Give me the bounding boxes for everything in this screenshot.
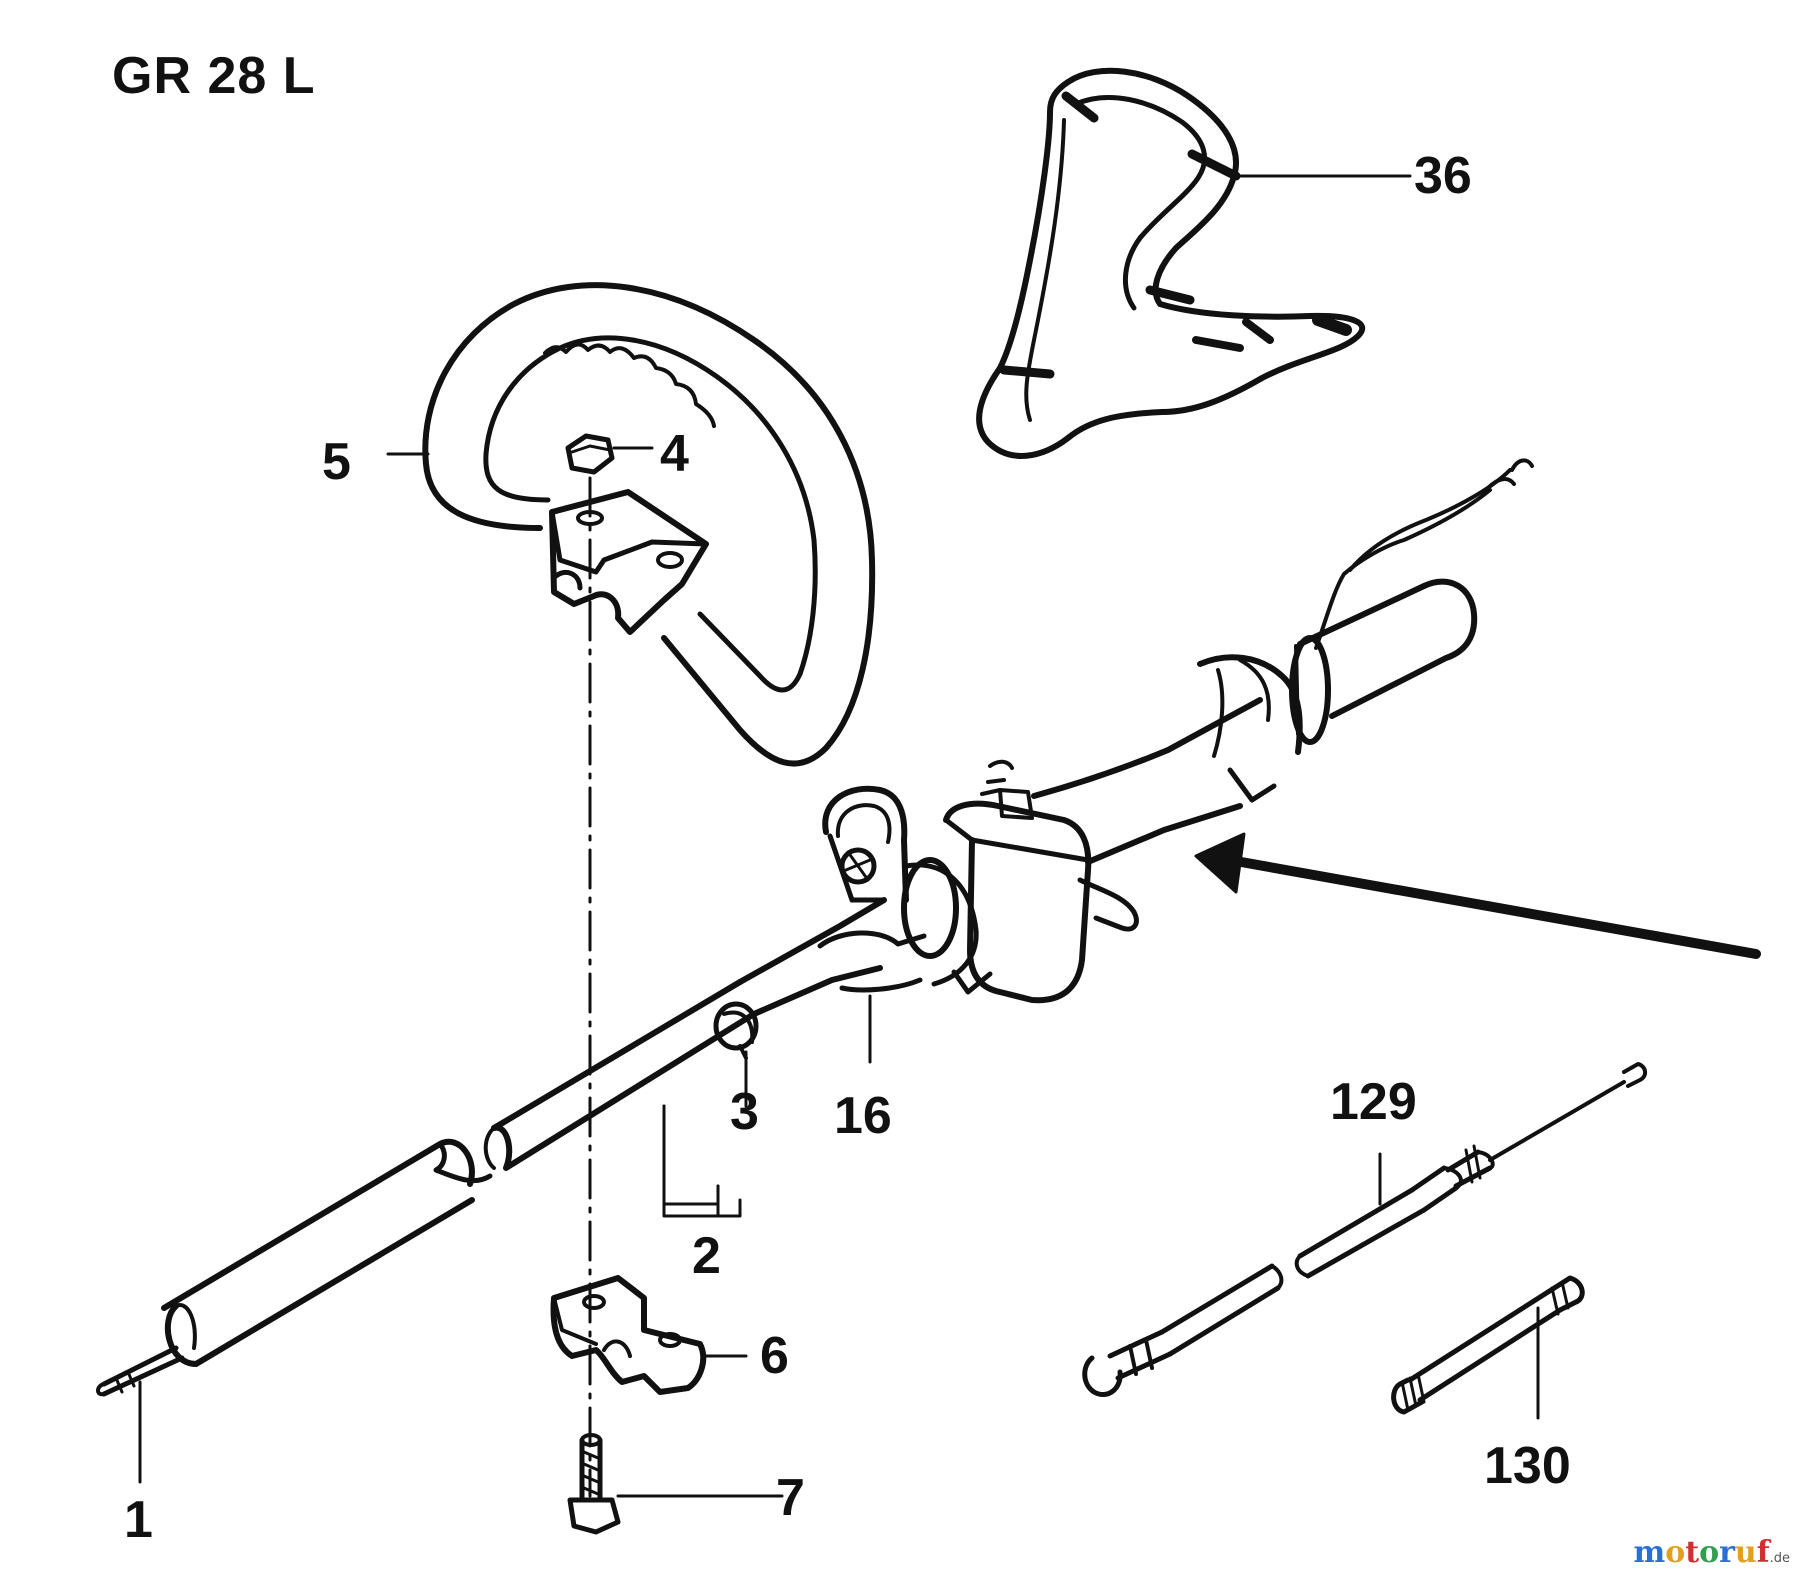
watermark-logo: motoruf.de [1633,1535,1790,1570]
bolt [567,1433,621,1535]
model-title: GR 28 L [112,47,316,105]
callout-6: 6 [760,1327,789,1385]
callout-130: 130 [1484,1437,1571,1495]
watermark-letter: f [1756,1535,1770,1570]
loop-handle [422,282,876,767]
callout-129: 129 [1330,1073,1417,1131]
callout-16: 16 [834,1087,892,1145]
nut [565,433,615,475]
clamp-knob [713,1001,759,1060]
callout-3: 3 [730,1083,759,1141]
tube-housing-assembly [737,458,1534,1017]
watermark-letter: m [1633,1535,1666,1570]
shoulder-strap [976,67,1366,459]
lower-clamp [550,1275,707,1395]
direction-arrow [1194,832,1761,959]
drive-cable [1082,1062,1647,1397]
watermark-letter: o [1665,1535,1686,1570]
watermark-letter: u [1734,1535,1757,1570]
callout-2: 2 [692,1227,721,1285]
adapter-sleeve [1391,1275,1585,1415]
callout-36: 36 [1414,147,1472,205]
callout-5: 5 [322,433,351,491]
drive-shaft-tube [96,979,757,1397]
watermark-suffix: .de [1769,1551,1790,1566]
callout-7: 7 [776,1469,805,1527]
callout-4: 4 [660,425,689,483]
watermark-letter: r [1719,1535,1735,1570]
watermark-letter: t [1685,1535,1700,1570]
callout-1: 1 [124,1491,153,1549]
leader-lines [138,174,1540,1498]
watermark-letter: o [1699,1535,1720,1570]
